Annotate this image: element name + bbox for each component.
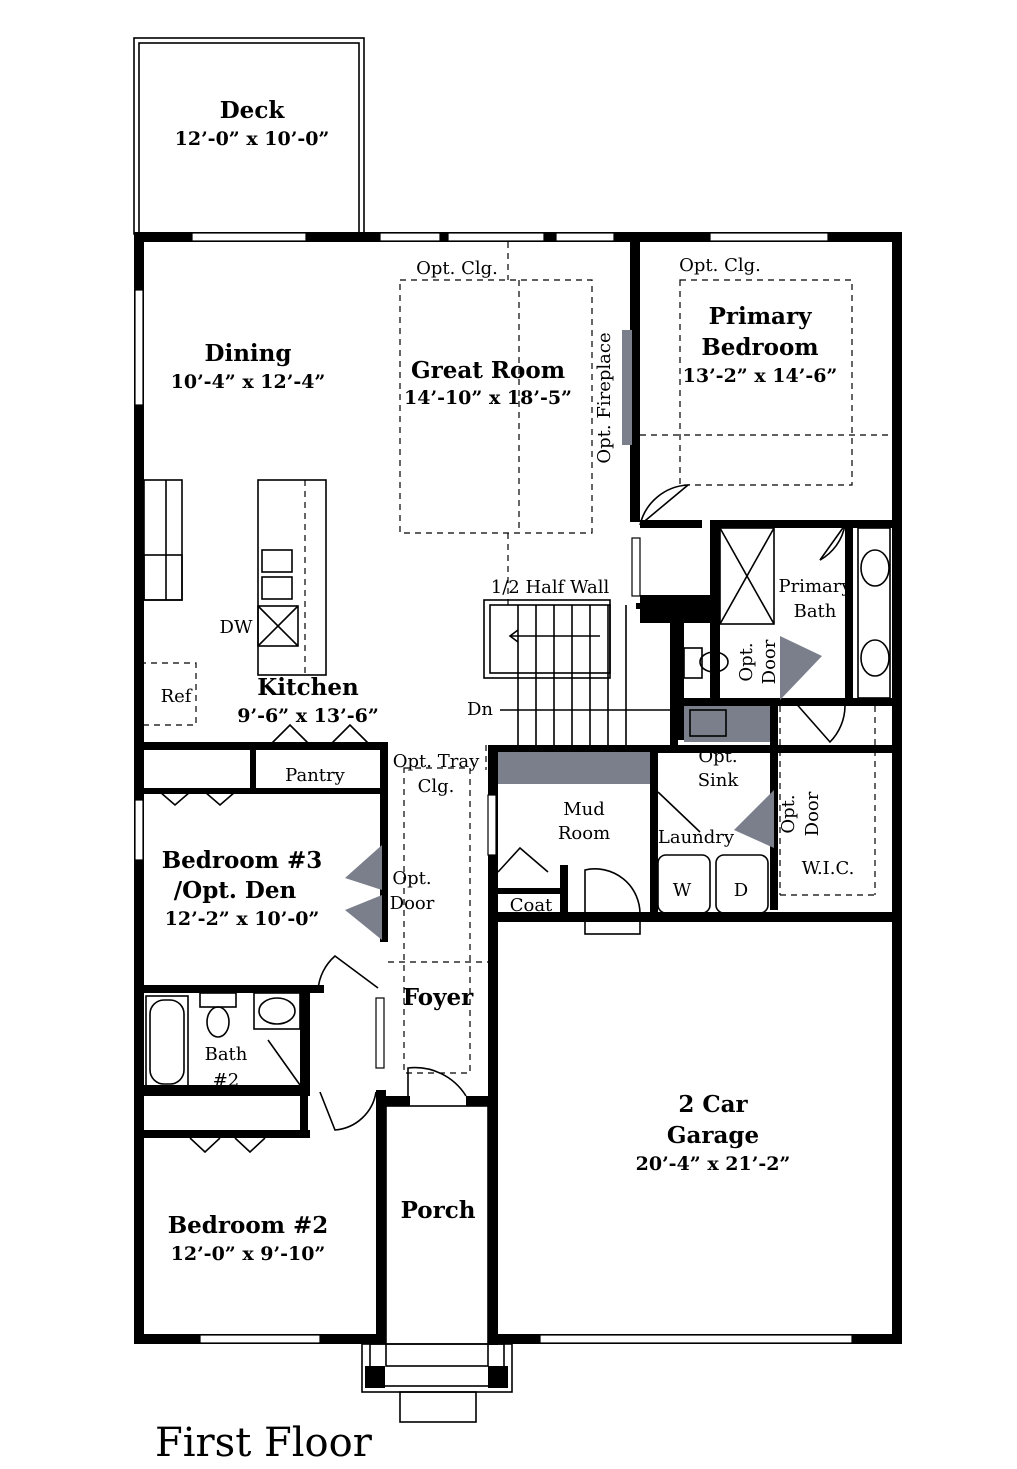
opt-clg-primary-label: Opt. Clg. xyxy=(679,255,761,276)
opt-door-bed3-label-2: Door xyxy=(390,893,435,914)
opt-door-toilet-label-1: Opt. xyxy=(736,642,757,681)
mud-room-label-2: Room xyxy=(558,823,610,844)
mud-room-label-1: Mud xyxy=(563,799,605,820)
ref-label: Ref xyxy=(161,686,193,707)
deck-dims: 12’-0” x 10’-0” xyxy=(175,128,330,150)
bath2-label-1: Bath xyxy=(205,1044,248,1065)
deck-name: Deck xyxy=(220,97,286,124)
opt-door-wic-label-2: Door xyxy=(802,791,823,836)
opt-fireplace-label: Opt. Fireplace xyxy=(594,332,615,463)
opt-door-wic-label-1: Opt. xyxy=(778,794,799,833)
fixtures xyxy=(145,527,891,1089)
primary-bedroom-name-2: Bedroom xyxy=(701,334,818,361)
bedroom3-dims: 12’-2” x 10’-0” xyxy=(165,908,320,930)
opt-sink-label-1: Opt. xyxy=(698,746,737,767)
dashed-lines xyxy=(139,242,892,1074)
bedroom2-dims: 12’-0” x 9’-10” xyxy=(171,1243,326,1265)
garage-name-2: Garage xyxy=(667,1122,759,1149)
opt-tray-label-2: Clg. xyxy=(418,776,455,797)
garage-name-1: 2 Car xyxy=(678,1091,748,1118)
opt-sink-label-2: Sink xyxy=(698,770,740,791)
pantry-label: Pantry xyxy=(285,765,345,786)
bath2-label-2: #2 xyxy=(213,1070,240,1091)
dining-dims: 10’-4” x 12’-4” xyxy=(171,371,326,393)
dining-name: Dining xyxy=(205,340,292,367)
great-room-name: Great Room xyxy=(411,357,565,384)
garage-dims: 20’-4” x 21’-2” xyxy=(636,1153,791,1175)
optional-items xyxy=(345,330,822,940)
bedroom3-name-2: /Opt. Den xyxy=(174,877,297,904)
coat-label: Coat xyxy=(510,895,553,916)
opt-clg-great-label: Opt. Clg. xyxy=(416,258,498,279)
doors xyxy=(159,484,846,1154)
primary-bath-label-1: Primary xyxy=(778,576,852,597)
bedroom2-name: Bedroom #2 xyxy=(168,1212,329,1239)
primary-bath-label-2: Bath xyxy=(794,601,837,622)
washer-label: W xyxy=(673,880,692,901)
opt-tray-label-1: Opt. Tray xyxy=(393,751,480,772)
opt-door-bed3-label-1: Opt. xyxy=(392,868,431,889)
half-wall-label: 1/2 Half Wall xyxy=(491,577,610,598)
windows xyxy=(134,232,853,1344)
foyer-name: Foyer xyxy=(403,984,474,1011)
floor-title: First Floor xyxy=(155,1420,373,1466)
primary-bedroom-name-1: Primary xyxy=(709,303,813,330)
opt-door-toilet-label-2: Door xyxy=(759,639,780,684)
primary-bedroom-dims: 13’-2” x 14’-6” xyxy=(683,365,838,387)
kitchen-name: Kitchen xyxy=(257,674,359,701)
laundry-label: Laundry xyxy=(658,827,735,848)
staircase xyxy=(483,599,678,748)
great-room-dims: 14’-10” x 18’-5” xyxy=(404,387,572,409)
porch-structure xyxy=(361,1105,513,1423)
porch-name: Porch xyxy=(401,1197,476,1224)
dn-label: Dn xyxy=(467,699,493,720)
bedroom3-name-1: Bedroom #3 xyxy=(162,847,323,874)
kitchen-counters xyxy=(143,479,327,676)
dryer-label: D xyxy=(734,880,748,901)
dw-label: DW xyxy=(220,617,253,638)
wic-label: W.I.C. xyxy=(802,858,855,879)
kitchen-dims: 9’-6” x 13’-6” xyxy=(237,705,379,727)
